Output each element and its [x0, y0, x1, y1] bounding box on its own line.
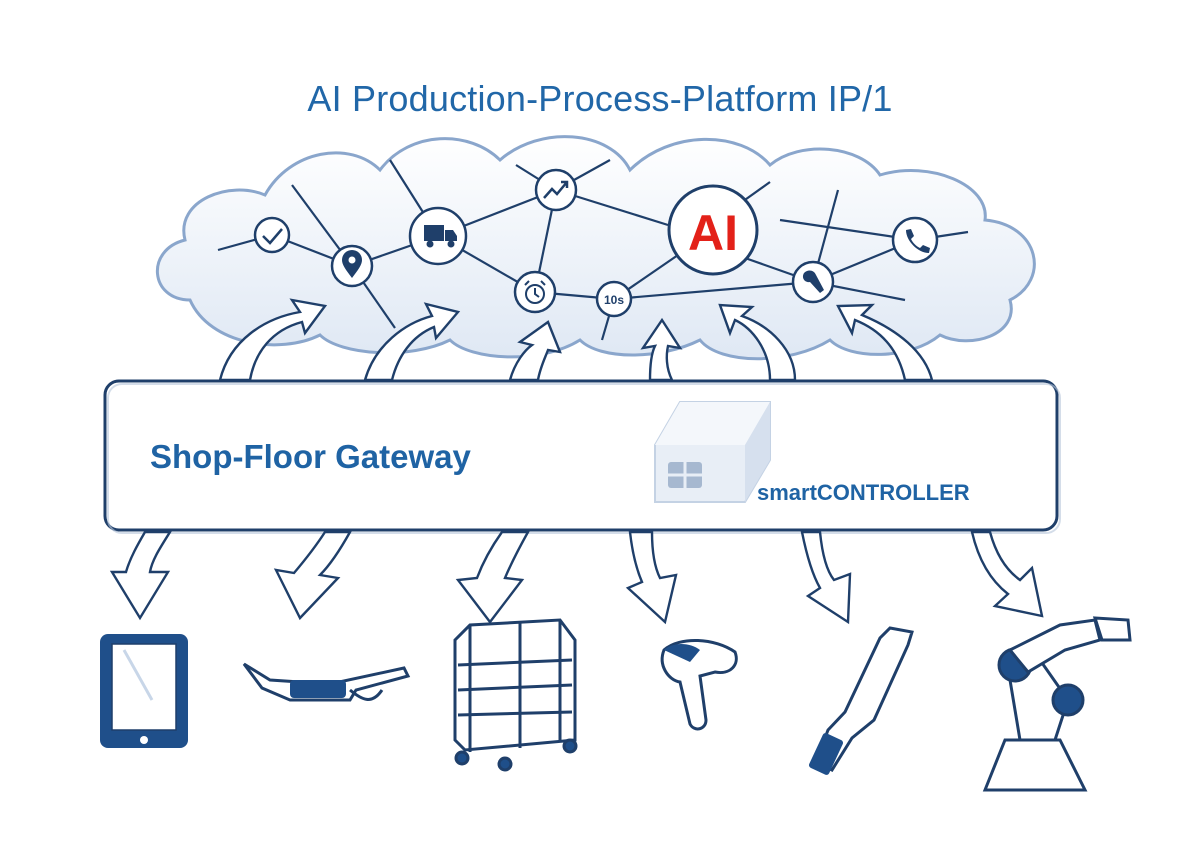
ai-node-label: AI	[688, 205, 738, 261]
download-arrows	[109, 530, 1044, 625]
location-pin-icon	[342, 250, 362, 278]
torque-screwdriver-icon	[808, 626, 914, 775]
tablet-icon	[100, 634, 188, 748]
phone-icon	[906, 229, 930, 253]
check-icon	[262, 228, 283, 245]
timer-10s-icon: 10s	[604, 293, 624, 307]
barcode-scanner-icon	[660, 638, 738, 731]
down-arrow-2	[273, 530, 353, 621]
node-alarm	[513, 270, 557, 314]
down-arrow-6	[970, 530, 1044, 618]
down-arrow-3	[455, 530, 531, 624]
robot-arm-icon	[982, 616, 1132, 792]
node-location	[330, 244, 374, 288]
node-phone	[891, 216, 939, 264]
up-arrow-5	[718, 303, 797, 382]
up-arrow-4	[640, 317, 683, 382]
node-check	[253, 216, 291, 254]
smart-controller-label: smartCONTROLLER	[757, 480, 970, 505]
node-timer: 10s	[595, 280, 633, 318]
node-wrench	[791, 260, 835, 304]
up-arrow-6	[836, 303, 934, 382]
alarm-clock-icon	[524, 280, 546, 304]
truck-icon	[424, 225, 457, 248]
diagram-title: AI Production-Process-Platform IP/1	[307, 78, 893, 119]
wrench-icon	[802, 270, 824, 293]
down-arrow-1	[109, 530, 173, 621]
trend-chart-icon	[543, 180, 569, 199]
down-arrow-5	[800, 530, 852, 625]
up-arrow-1	[218, 298, 328, 382]
node-ai: AI	[667, 184, 759, 276]
down-arrow-4	[625, 530, 678, 625]
up-arrow-2	[363, 302, 461, 382]
node-trend	[534, 168, 578, 212]
node-truck	[408, 206, 468, 266]
smart-glasses-icon	[242, 662, 411, 702]
shop-floor-gateway-box	[103, 379, 1059, 532]
shop-floor-gateway-label: Shop-Floor Gateway	[150, 438, 471, 475]
up-arrow-3	[508, 320, 562, 382]
smart-controller-device	[654, 401, 771, 503]
upload-arrows	[218, 298, 934, 382]
shelf-cart-icon	[453, 618, 578, 772]
